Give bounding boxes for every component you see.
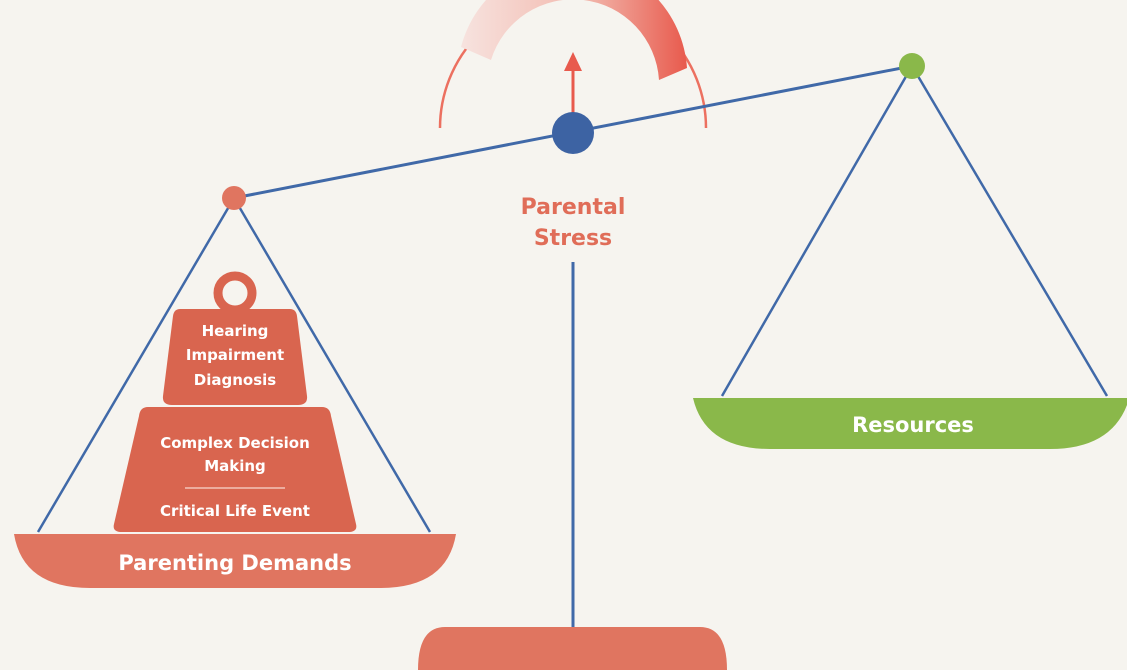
right-joint bbox=[899, 53, 925, 79]
right-string-left bbox=[720, 65, 914, 397]
weight-top-line3: Diagnosis bbox=[194, 371, 277, 389]
left-string-right bbox=[232, 197, 432, 533]
scale-base bbox=[418, 627, 727, 670]
right-pan bbox=[693, 398, 1127, 449]
weight-bottom-line1: Complex Decision bbox=[160, 434, 310, 452]
weight-bottom-line2: Making bbox=[204, 457, 266, 475]
right-pan-label: Resources bbox=[852, 413, 974, 437]
weight-stack: Hearing Impairment Diagnosis Complex Dec… bbox=[113, 271, 357, 532]
weight-top-line1: Hearing bbox=[202, 322, 269, 340]
weight-top bbox=[162, 309, 308, 405]
weight-bottom-line3: Critical Life Event bbox=[160, 502, 310, 520]
left-string-left bbox=[36, 197, 236, 533]
stress-label-line1: Parental bbox=[521, 195, 626, 220]
pivot-joint bbox=[552, 112, 594, 154]
left-joint bbox=[222, 186, 246, 210]
gauge-fill bbox=[461, 0, 687, 80]
stress-gauge bbox=[438, 0, 708, 129]
weight-top-line2: Impairment bbox=[186, 346, 284, 364]
gauge-track bbox=[438, 0, 708, 129]
weight-handle bbox=[213, 271, 257, 315]
gauge-needle-arrow-icon bbox=[564, 52, 582, 71]
left-pan bbox=[14, 534, 456, 588]
weight-bottom bbox=[113, 407, 357, 532]
right-string-right bbox=[910, 65, 1109, 397]
left-pan-label: Parenting Demands bbox=[118, 551, 351, 575]
stress-label-line2: Stress bbox=[534, 226, 612, 251]
